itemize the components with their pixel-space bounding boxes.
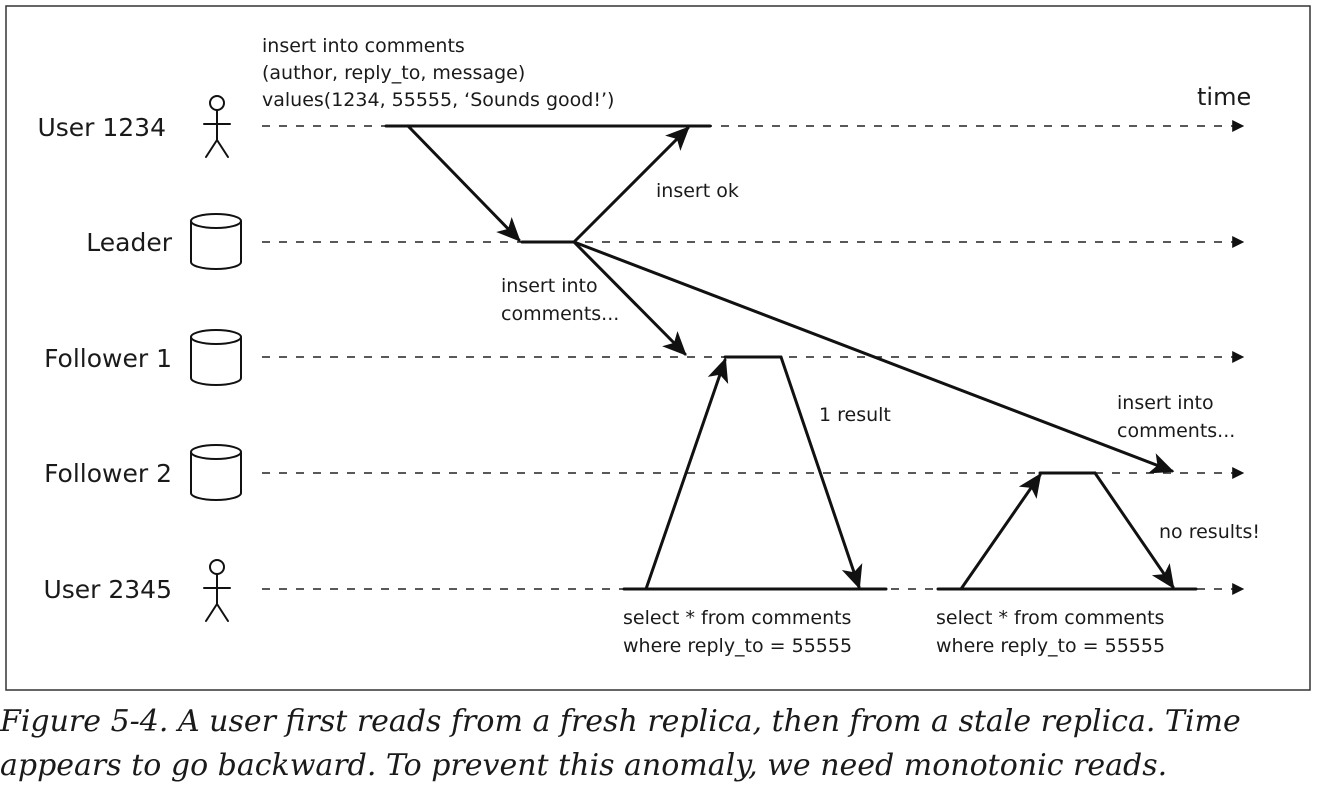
replicate-to-follower-2-arrow	[572, 240, 1175, 474]
insert-query-line-3: values(1234, 55555, ‘Sounds good!’)	[262, 89, 614, 111]
stick-figure-icon	[203, 95, 231, 158]
insert-ok-arrow	[572, 126, 690, 244]
select-query-1-line-2: where reply_to = 55555	[623, 635, 852, 657]
replicate-follower-1-line-2: comments...	[501, 303, 619, 325]
time-axis-label: time	[1197, 83, 1251, 111]
diagram-frame	[5, 5, 1311, 691]
stick-figure-icon	[203, 559, 231, 622]
insert-ok-label: insert ok	[656, 180, 739, 202]
write-request-arrow	[406, 124, 521, 242]
database-cylinder-icon	[190, 329, 242, 386]
lane-label-follower-2: Follower 2	[44, 459, 172, 488]
read-request-follower-1-arrow	[644, 357, 729, 591]
select-query-2-line-2: where reply_to = 55555	[936, 635, 1165, 657]
select-query-1-line-1: select * from comments	[623, 607, 851, 629]
replicate-follower-1-line-1: insert into	[501, 275, 598, 297]
database-cylinder-icon	[190, 444, 242, 501]
no-results-label: no results!	[1159, 521, 1260, 543]
insert-query-line-1: insert into comments	[262, 35, 465, 57]
no-results-arrow	[1093, 471, 1175, 589]
insert-query-line-2: (author, reply_to, message)	[262, 62, 525, 84]
one-result-label: 1 result	[819, 404, 891, 426]
read-request-follower-2-arrow	[959, 473, 1042, 591]
replicate-follower-2-line-1: insert into	[1117, 392, 1214, 414]
database-cylinder-icon	[190, 213, 242, 270]
figure-caption: Figure 5-4. A user first reads from a fr…	[0, 704, 1241, 783]
lane-label-leader: Leader	[86, 228, 172, 257]
replicate-to-follower-1-arrow	[572, 240, 687, 356]
replicate-follower-2-line-2: comments...	[1117, 420, 1235, 442]
lane-label-user-1234: User 1234	[37, 113, 166, 142]
replication-lag-diagram: time User 1234 Leader Follower 1 Followe…	[5, 5, 1311, 691]
lane-label-follower-1: Follower 1	[44, 344, 172, 373]
one-result-arrow	[779, 355, 863, 590]
lane-label-user-2345: User 2345	[43, 575, 172, 604]
select-query-2-line-1: select * from comments	[936, 607, 1164, 629]
